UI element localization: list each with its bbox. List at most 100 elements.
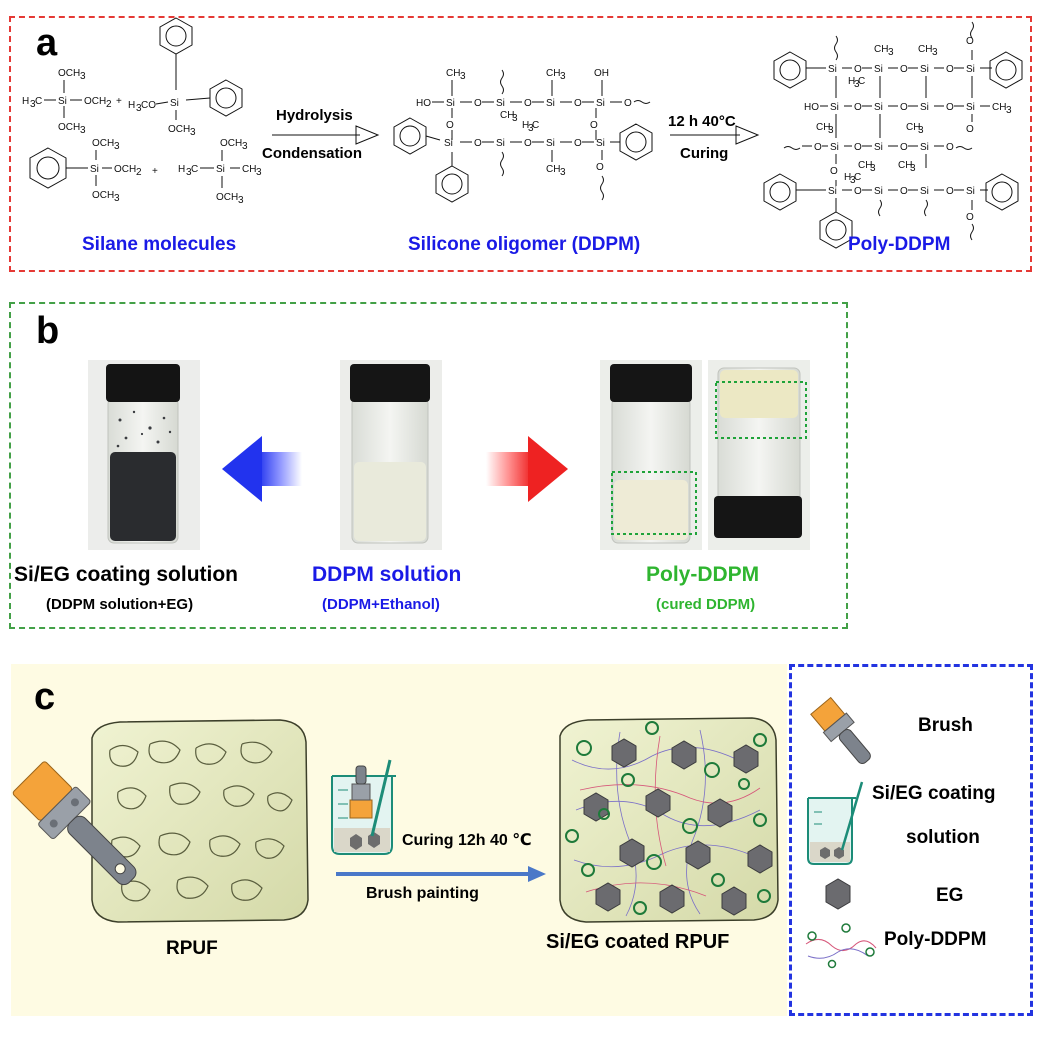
svg-text:O: O [624,98,632,109]
svg-text:O: O [900,142,908,153]
svg-text:O: O [966,36,974,47]
curing-label: Curing [680,145,729,162]
svg-text:C: C [532,120,539,131]
svg-text:O: O [946,186,954,197]
svg-text:OCH: OCH [92,138,114,149]
svg-text:Si: Si [446,98,455,109]
svg-text:O: O [574,138,582,149]
svg-text:OH: OH [594,68,609,79]
svg-text:OCH: OCH [220,138,242,149]
svg-text:CH: CH [500,110,514,121]
svg-text:O: O [474,138,482,149]
svg-text:H: H [848,76,855,87]
svg-text:O: O [830,166,838,177]
legend-eg-label: EG [936,885,964,906]
ddpm-solution-title: DDPM solution [312,563,462,586]
svg-text:Si: Si [920,186,929,197]
svg-text:3: 3 [850,175,856,186]
svg-text:CH: CH [992,102,1006,113]
si-eg-coating-solution-title: Si/EG coating solution [14,563,239,586]
svg-text:CH: CH [242,164,256,175]
svg-text:O: O [474,98,482,109]
svg-text:Si: Si [596,138,605,149]
svg-text:Si: Si [966,102,975,113]
svg-text:3: 3 [460,71,466,82]
svg-text:O: O [446,120,454,131]
svg-text:3: 3 [560,167,566,178]
svg-text:3: 3 [80,71,86,82]
svg-text:Si: Si [546,98,555,109]
legend-solution-label-line2: solution [906,827,980,848]
svg-text:3: 3 [910,163,916,174]
legend-poly-ddpm-label: Poly-DDPM [884,929,987,950]
rpuf-caption: RPUF [166,938,218,959]
legend-brush-label: Brush [918,715,973,736]
svg-text:C: C [35,96,42,107]
svg-text:3: 3 [512,113,518,124]
svg-text:CH: CH [858,160,872,171]
svg-text:H: H [844,172,851,183]
svg-text:O: O [854,186,862,197]
coated-rpuf-caption: Si/EG coated RPUF [546,931,730,953]
poly-ddpm-subtitle-b: (cured DDPM) [656,596,756,613]
ddpm-oligomer-caption: Silicone oligomer (DDPM) [408,234,641,255]
coated-rpuf-block [559,717,779,923]
svg-text:H: H [522,120,529,131]
svg-text:CH: CH [874,44,888,55]
svg-text:O: O [854,102,862,113]
svg-text:Si: Si [874,102,883,113]
svg-text:3: 3 [30,99,36,110]
svg-text:2: 2 [106,99,112,110]
legend-solution-label-line1: Si/EG coating [872,783,996,804]
red-gradient-arrow [486,436,568,502]
panel-a-frame [9,16,1032,272]
svg-text:O: O [946,64,954,75]
svg-text:3: 3 [114,193,120,204]
beaker-with-brush-illustration [331,759,396,855]
svg-text:3: 3 [80,125,86,136]
si-eg-vial-photo [88,360,200,550]
ddpm-solution-subtitle: (DDPM+Ethanol) [322,596,440,613]
svg-text:CH: CH [546,164,560,175]
svg-text:Si: Si [444,138,453,149]
svg-text:3: 3 [136,103,142,114]
blue-gradient-arrow [222,436,302,502]
svg-text:CH: CH [816,122,830,133]
svg-text:CH: CH [546,68,560,79]
svg-text:O: O [524,138,532,149]
svg-text:3: 3 [918,125,924,136]
panel-b-frame [9,302,848,629]
svg-text:3: 3 [932,47,938,58]
svg-text:O: O [946,142,954,153]
svg-text:3: 3 [888,47,894,58]
svg-text:+: + [152,166,158,177]
poly-ddpm-caption-a: Poly-DDPM [848,234,951,255]
svg-text:Si: Si [496,138,505,149]
svg-text:O: O [814,142,822,153]
brush-painting-process-arrow [336,866,546,882]
svg-text:Si: Si [830,102,839,113]
svg-text:Si: Si [874,142,883,153]
legend-brush-icon [810,696,871,765]
panel-a-label: a [36,22,58,64]
svg-text:H: H [178,164,185,175]
svg-text:C: C [854,172,861,183]
svg-text:3: 3 [186,167,192,178]
svg-text:+: + [116,96,122,107]
svg-text:Si: Si [170,98,179,109]
svg-text:O: O [854,142,862,153]
svg-text:O: O [900,186,908,197]
hydrolysis-arrow [272,125,380,145]
svg-text:CH: CH [906,122,920,133]
svg-text:Si: Si [58,96,67,107]
legend-beaker-icon [807,781,864,865]
curing-conditions-label: Curing 12h 40 ℃ [402,832,532,849]
svg-text:CH: CH [898,160,912,171]
hydrolysis-label: Hydrolysis [276,107,353,124]
svg-text:HO: HO [804,102,819,113]
